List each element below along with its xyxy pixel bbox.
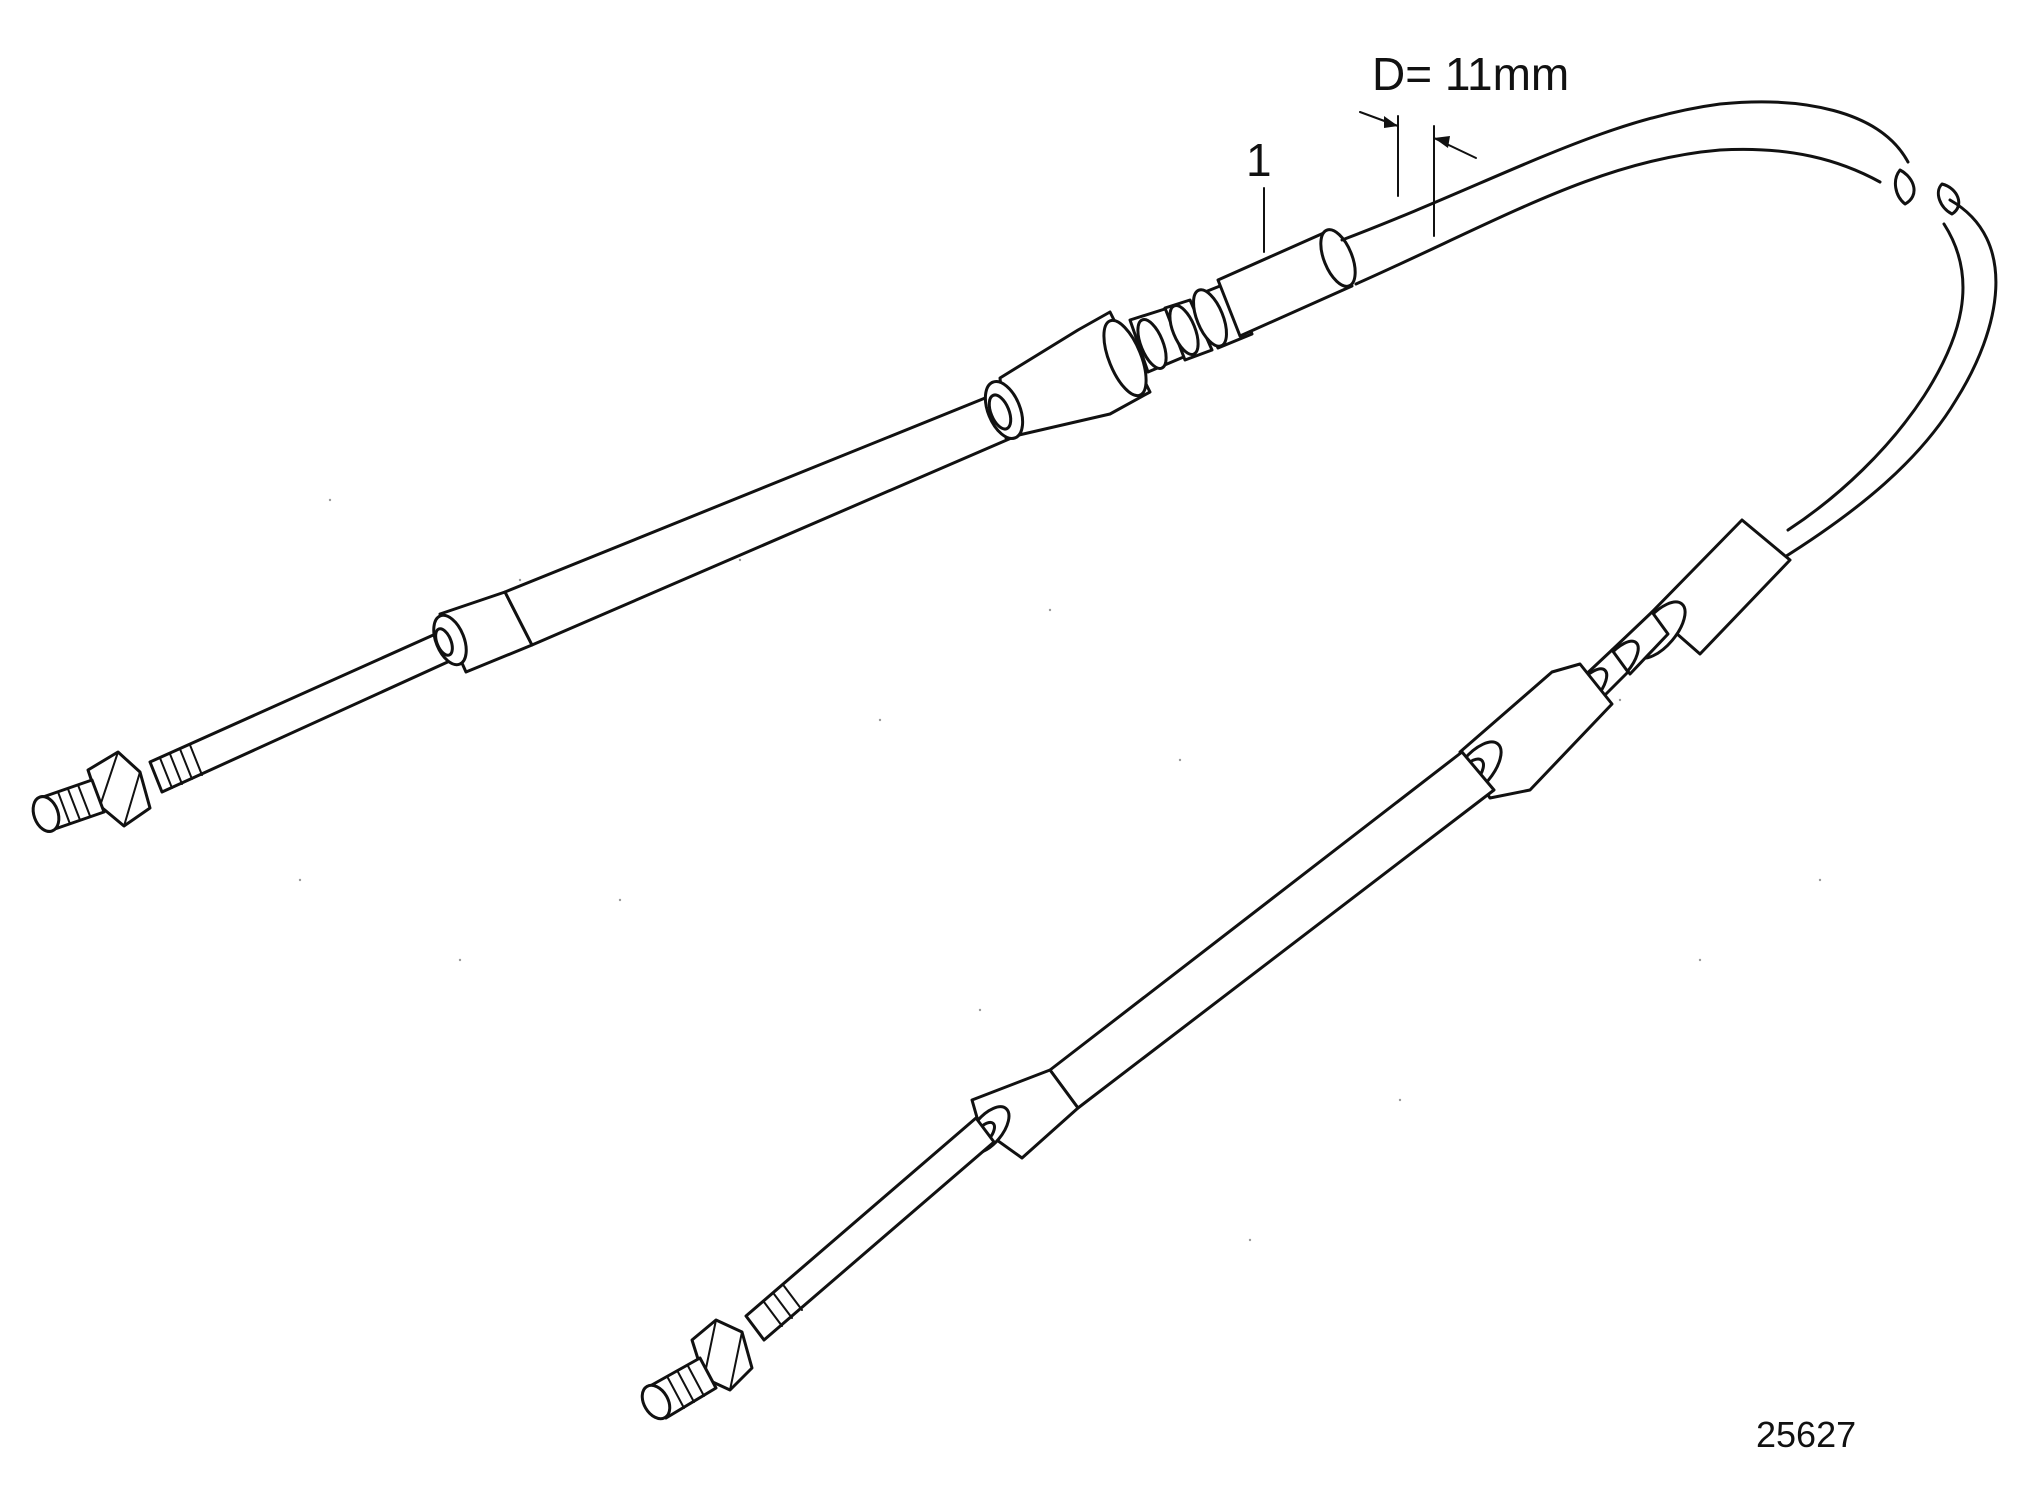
left-outer-tube xyxy=(503,390,1018,647)
callout-number: 1 xyxy=(1246,134,1272,186)
background-specks xyxy=(298,498,1822,1242)
right-connector xyxy=(1449,518,1792,800)
right-outer-tube xyxy=(1048,750,1496,1110)
right-rod-end xyxy=(640,1068,1080,1421)
left-connector xyxy=(983,228,1357,440)
dimension-label: D= 11mm xyxy=(1372,48,1569,100)
figure-number: 25627 xyxy=(1756,1414,1856,1455)
left-rod-end xyxy=(31,590,534,833)
cable-arc xyxy=(1340,100,1998,562)
dimension-marking xyxy=(1359,111,1477,237)
